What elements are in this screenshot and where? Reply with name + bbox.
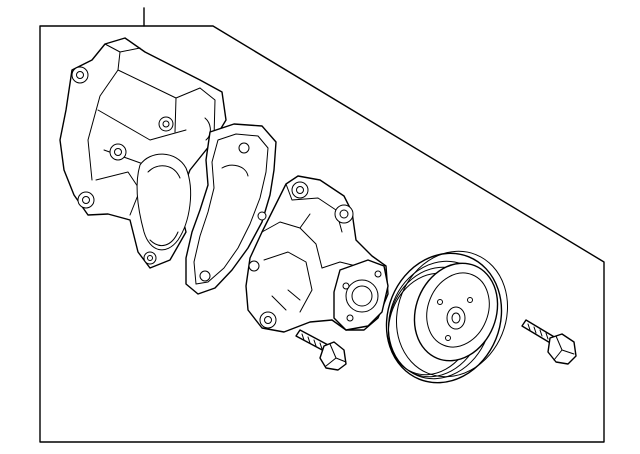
pulley-part xyxy=(385,250,509,384)
water-pump-part xyxy=(245,175,389,333)
gasket-part xyxy=(185,123,277,295)
pump-housing-part xyxy=(59,37,227,269)
bolt-right-part xyxy=(521,319,577,365)
assembly-frame xyxy=(39,25,605,443)
bolt-left-part xyxy=(295,329,347,371)
